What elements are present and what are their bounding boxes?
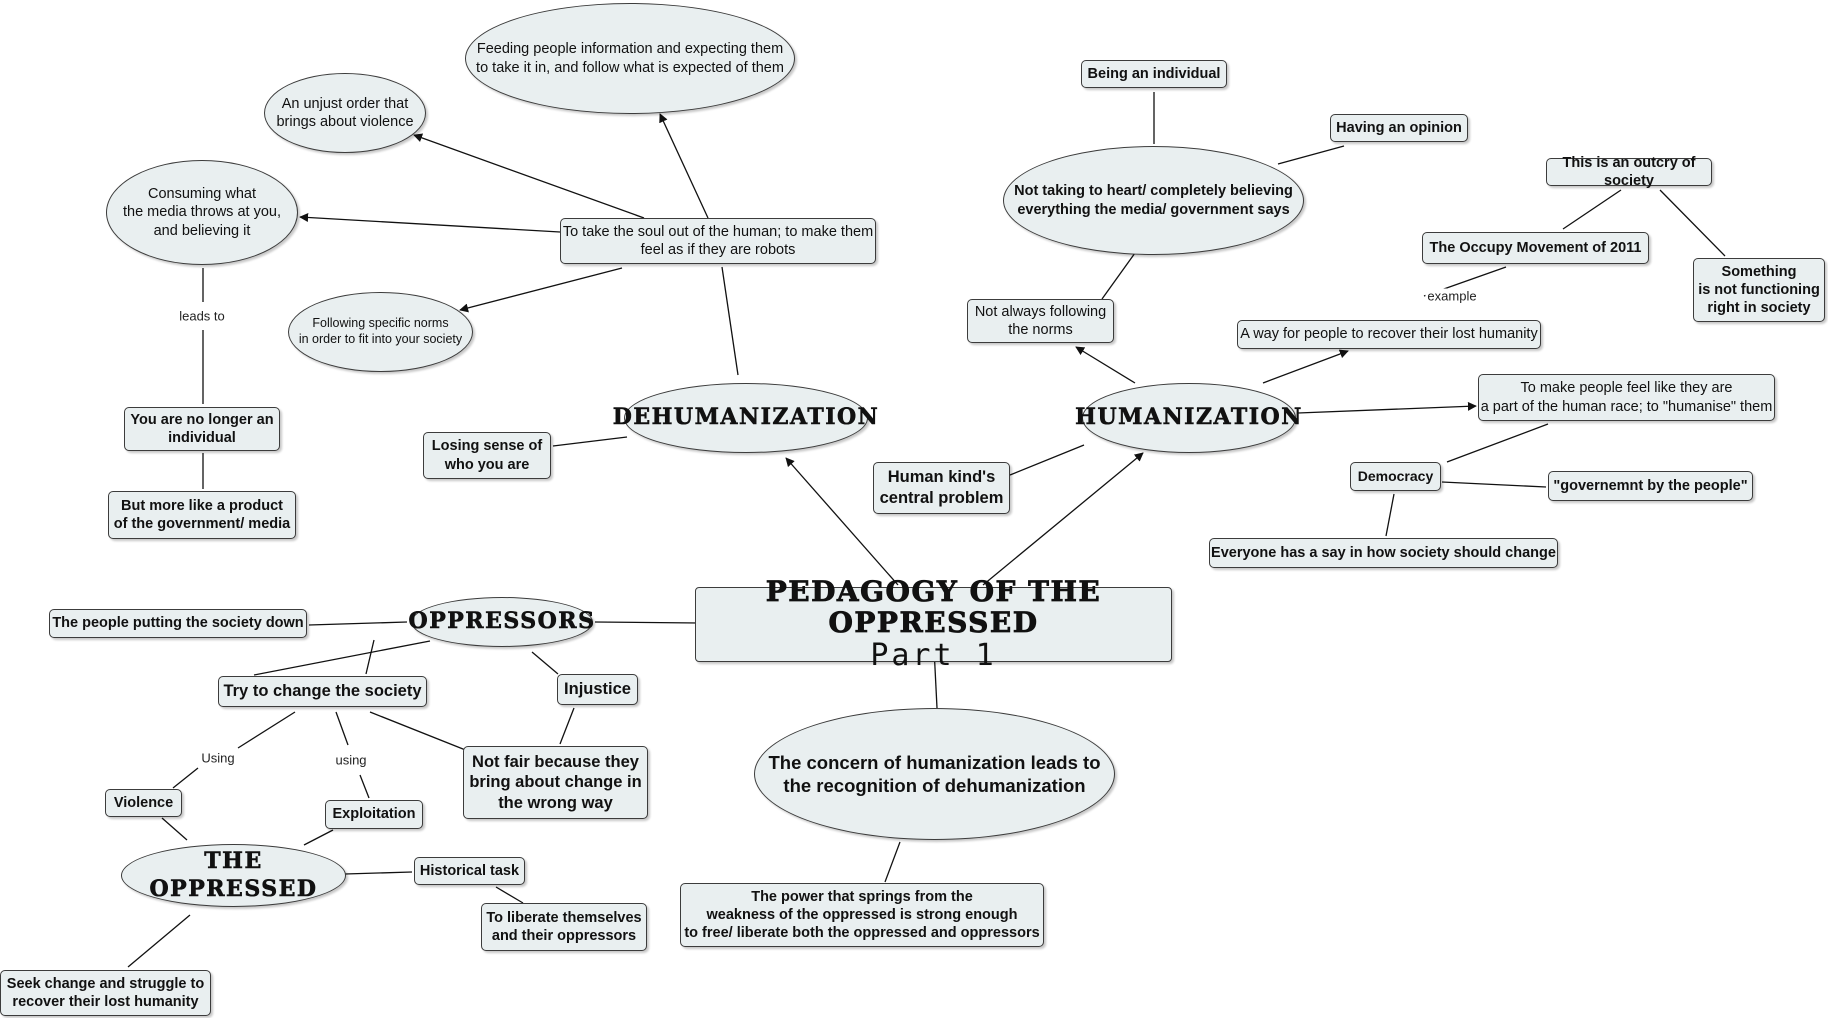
line-connector (721, 266, 739, 376)
line-connector (172, 767, 199, 789)
arrow-connector (1075, 346, 1136, 384)
line-connector (495, 886, 524, 904)
arrow-connector (1262, 349, 1349, 384)
the-oppressed-node[interactable]: THE OPPRESSED (121, 844, 346, 907)
everyone-say-node[interactable]: Everyone has a say in how society should… (1209, 538, 1558, 568)
line-connector (884, 841, 901, 883)
arrow-connector (982, 452, 1144, 586)
concern-node[interactable]: The concern of humanization leads to the… (754, 708, 1115, 840)
line-connector (1659, 189, 1726, 257)
having-opinion-node[interactable]: Having an opinion (1330, 114, 1468, 142)
line-connector (559, 707, 575, 745)
something-not-node[interactable]: Something is not functioning right in so… (1693, 258, 1825, 322)
exploitation-node[interactable]: Exploitation (325, 800, 423, 829)
line-connector (369, 711, 469, 752)
outcry-node[interactable]: This is an outcry of society (1546, 155, 1712, 189)
make-feel-node[interactable]: To make people feel like they are a part… (1478, 374, 1775, 421)
arrow-connector (413, 133, 645, 219)
line-connector (303, 829, 334, 846)
consuming-media-node[interactable]: Consuming what the media throws at you, … (106, 160, 298, 265)
line-connector (1009, 444, 1085, 476)
oppressors-node[interactable]: OPPRESSORS (408, 597, 594, 647)
line-connector (1277, 145, 1345, 165)
line-connector (344, 871, 413, 875)
people-putting-node[interactable]: The people putting the society down (49, 609, 307, 638)
losing-sense-node[interactable]: Losing sense of who you are (423, 432, 551, 479)
line-connector (1446, 423, 1549, 463)
arrow-connector (1297, 401, 1477, 414)
title-node[interactable]: PEDAGOGY OF THE OPPRESSED Part 1 (695, 576, 1172, 673)
line-connector (1562, 189, 1622, 230)
line-connector (359, 774, 370, 799)
being-individual-node[interactable]: Being an individual (1081, 60, 1227, 88)
line-connector (335, 711, 349, 746)
title-main: PEDAGOGY OF THE OPPRESSED (765, 574, 1102, 639)
line-connector (1441, 481, 1547, 488)
line-connector (308, 621, 408, 626)
violence-node[interactable]: Violence (105, 789, 182, 817)
not-always-norms-node[interactable]: Not always following the norms (967, 299, 1114, 343)
using-lower-label: using (333, 752, 369, 768)
unjust-order-node[interactable]: An unjust order that brings about violen… (264, 73, 426, 153)
line-connector (161, 817, 188, 841)
arrow-connector (785, 457, 899, 586)
following-norms-node[interactable]: Following specific norms in order to fit… (288, 292, 473, 372)
leads-to-label: leads to (177, 308, 227, 324)
to-liberate-node[interactable]: To liberate themselves and their oppress… (481, 903, 647, 951)
human-kind-node[interactable]: Human kind's central problem (873, 462, 1010, 514)
line-connector (531, 651, 559, 675)
using-upper-label: Using (199, 750, 237, 766)
line-connector (237, 711, 296, 749)
democracy-node[interactable]: Democracy (1350, 462, 1441, 491)
product-of-gov-node[interactable]: But more like a product of the governmen… (108, 491, 296, 539)
power-springs-node[interactable]: The power that springs from the weakness… (680, 883, 1044, 947)
line-connector (365, 639, 375, 675)
not-fair-node[interactable]: Not fair because they bring about change… (463, 746, 648, 819)
seek-change-node[interactable]: Seek change and struggle to recover thei… (0, 970, 211, 1016)
occupy-node[interactable]: The Occupy Movement of 2011 (1422, 232, 1649, 264)
line-connector (1101, 252, 1136, 300)
line-connector (594, 621, 700, 624)
arrow-connector (659, 113, 709, 219)
humanization-node[interactable]: HUMANIZATION (1075, 383, 1302, 453)
soul-out-node[interactable]: To take the soul out of the human; to ma… (560, 218, 876, 264)
line-connector (127, 914, 191, 968)
injustice-node[interactable]: Injustice (557, 674, 638, 705)
line-connector (552, 436, 628, 447)
try-change-node[interactable]: Try to change the society (218, 676, 427, 707)
not-taking-heart-node[interactable]: Not taking to heart/ completely believin… (1003, 146, 1304, 255)
gov-by-people-node[interactable]: "governemnt by the people" (1548, 471, 1753, 501)
title-subtitle: Part 1 (870, 638, 997, 674)
historical-task-node[interactable]: Historical task (414, 857, 525, 885)
dehumanization-node[interactable]: DEHUMANIZATION (612, 383, 878, 453)
no-longer-individual-node[interactable]: You are no longer an individual (124, 407, 280, 451)
line-connector (253, 640, 431, 676)
arrow-connector (299, 212, 561, 233)
feeding-info-node[interactable]: Feeding people information and expecting… (465, 3, 795, 114)
way-recover-node[interactable]: A way for people to recover their lost h… (1237, 320, 1541, 349)
line-connector (1385, 493, 1395, 537)
example-label: example (1425, 288, 1479, 304)
arrow-connector (459, 267, 623, 313)
